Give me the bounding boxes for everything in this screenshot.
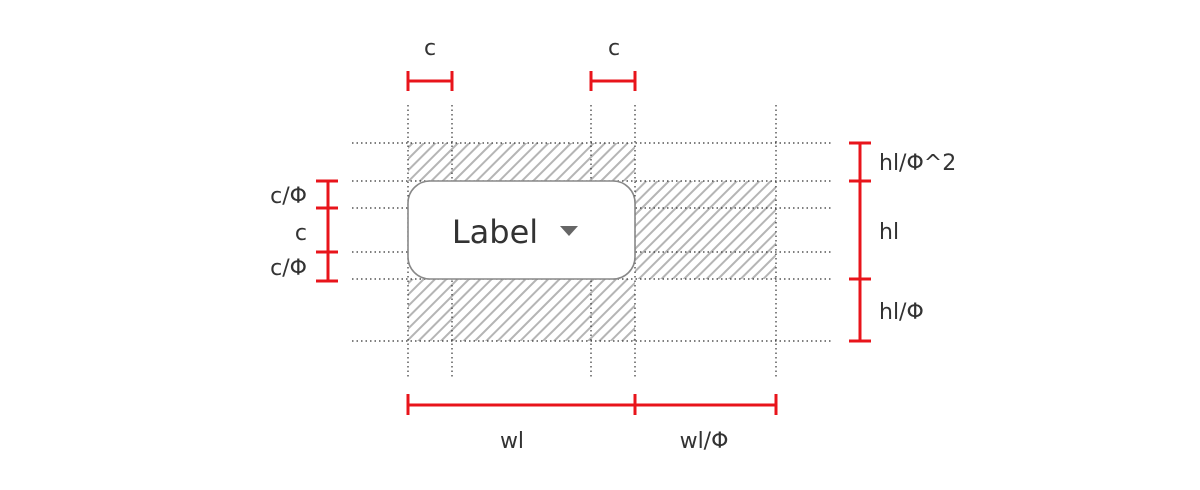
button-outline (407, 180, 636, 280)
dim-top-left (406, 71, 454, 91)
dimension-labels: c c c/Φ c c/Φ hl/Φ^2 hl hl/Φ wl wl/Φ (270, 36, 956, 454)
dimension-markers (316, 71, 871, 415)
label-right-top: hl/Φ^2 (879, 151, 956, 176)
dim-top-right (589, 71, 637, 91)
label-top-right: c (608, 36, 620, 61)
label-left-top: c/Φ (270, 184, 307, 209)
dim-left (316, 179, 338, 283)
hatch-bottom-margin (408, 279, 635, 341)
dim-bottom (406, 394, 778, 415)
hatch-right-margin (635, 181, 776, 279)
dim-right (849, 141, 871, 343)
label-left-middle: c (295, 221, 307, 246)
label-bottom-left: wl (500, 429, 524, 454)
hatched-regions (408, 143, 776, 341)
button-label: Label (452, 213, 538, 251)
hatch-top-margin (408, 143, 635, 181)
dropdown-arrow-icon (560, 226, 578, 236)
dropdown-button: Label (407, 180, 636, 280)
label-right-middle: hl (879, 220, 899, 245)
label-left-bottom: c/Φ (270, 256, 307, 281)
label-top-left: c (424, 36, 436, 61)
label-bottom-right: wl/Φ (680, 429, 729, 454)
label-right-bottom: hl/Φ (879, 300, 924, 325)
